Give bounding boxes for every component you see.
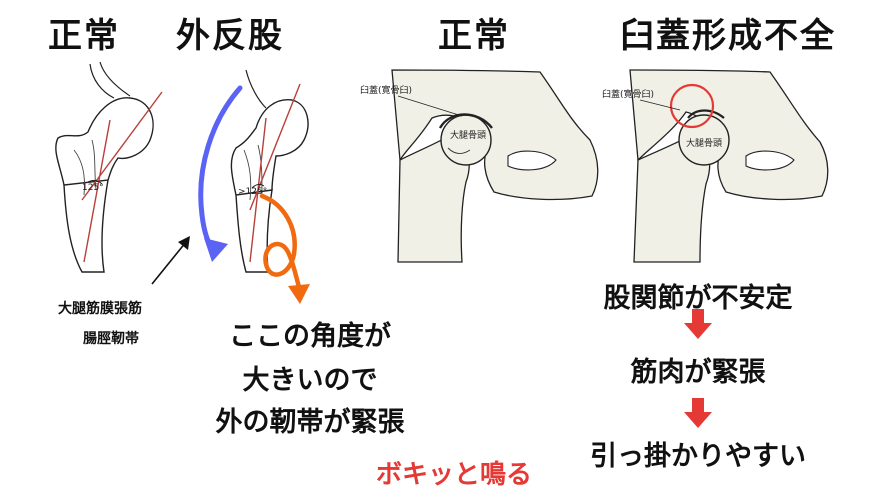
acetabulum-label-normal: 臼蓋(寛骨臼) bbox=[360, 84, 412, 96]
explanation-line-1: ここの角度が bbox=[229, 321, 391, 352]
snap-text: ボキッと鳴る bbox=[376, 460, 533, 490]
acetabulum-highlight-circle bbox=[669, 83, 715, 129]
acetabulum-label-dysplasia: 臼蓋(寛骨臼) bbox=[602, 88, 654, 100]
step-catching: 引っ掛かりやすい bbox=[590, 441, 806, 472]
step-hip-unstable: 股関節が不安定 bbox=[603, 283, 793, 314]
neck-axis-line-valga bbox=[249, 83, 301, 211]
hip-normal-illustration bbox=[391, 69, 599, 263]
blue-curved-arrow bbox=[198, 85, 243, 255]
step-muscle-tension: 筋肉が緊張 bbox=[630, 357, 766, 388]
angle-label-normal: 125° bbox=[82, 183, 104, 193]
neck-axis-line-normal bbox=[81, 91, 163, 201]
down-arrow-icon bbox=[684, 309, 712, 339]
title-normal-left: 正常 bbox=[48, 16, 120, 56]
muscle-label-it-band: 腸脛靭帯 bbox=[83, 331, 139, 347]
muscle-label-tfl: 大腿筋膜張筋 bbox=[58, 301, 142, 317]
hip-dysplasia-illustration bbox=[629, 69, 829, 263]
down-arrow-icon-2 bbox=[684, 398, 712, 428]
title-normal-right: 正常 bbox=[438, 16, 510, 56]
shaft-axis-line-normal bbox=[83, 119, 111, 263]
orange-arrowhead-icon bbox=[288, 284, 310, 304]
title-coxa-valga: 外反股 bbox=[176, 16, 284, 56]
explanation-line-3: 外の靭帯が緊張 bbox=[215, 407, 405, 438]
angle-label-valga: >125° bbox=[238, 187, 267, 197]
pointer-arrow-line bbox=[151, 241, 187, 285]
femoral-head-label-dysplasia: 大腿骨頭 bbox=[686, 137, 722, 149]
orange-spiral-arrow bbox=[259, 193, 303, 293]
blue-arrowhead-icon bbox=[204, 238, 228, 262]
femoral-head-label-normal: 大腿骨頭 bbox=[450, 129, 486, 141]
explanation-line-2: 大きいので bbox=[242, 365, 378, 396]
pointer-arrowhead-icon bbox=[178, 236, 190, 250]
title-dysplasia: 臼蓋形成不全 bbox=[620, 16, 836, 56]
